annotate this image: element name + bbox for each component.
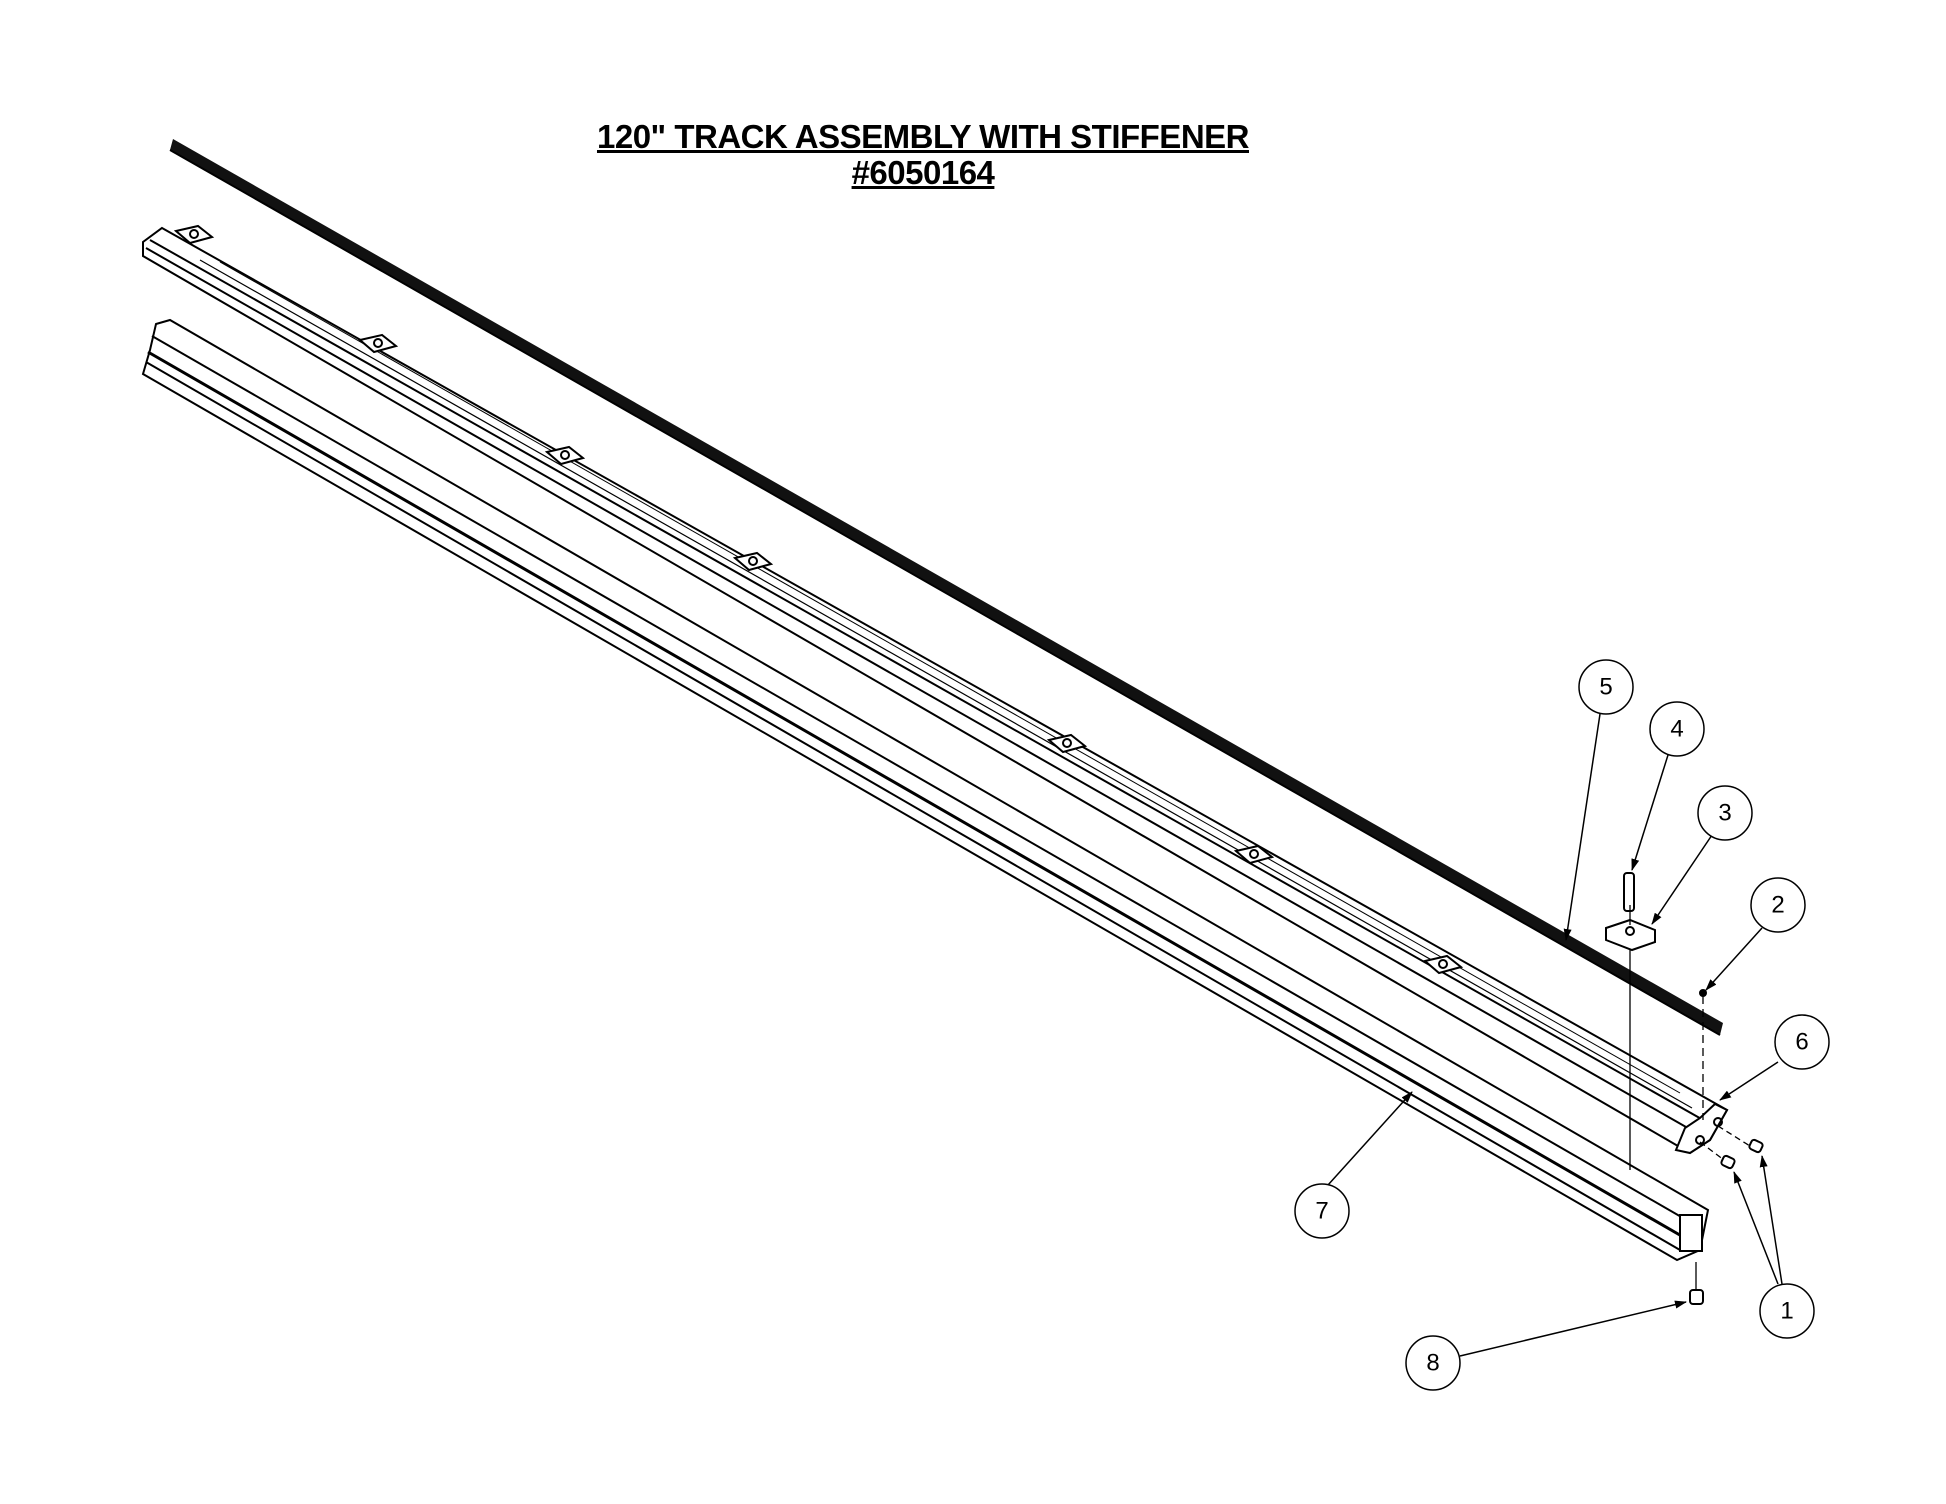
svg-text:7: 7 [1315, 1198, 1328, 1225]
stiffener-beam [141, 318, 1710, 1262]
track-rail [142, 226, 1729, 1155]
balloon-8: 8 [1405, 1335, 1461, 1391]
mounting-block [1046, 733, 1088, 754]
screw [1689, 1289, 1704, 1305]
balloon-4: 4 [1649, 701, 1705, 757]
leader-lines [1327, 713, 1783, 1357]
svg-text:5: 5 [1599, 674, 1612, 701]
assembly-lines [1629, 905, 1751, 1290]
set-screw [1720, 1154, 1736, 1170]
mounting-block [1233, 844, 1275, 865]
balloons: 5 4 3 2 6 7 1 8 [1294, 659, 1830, 1391]
svg-text:1: 1 [1780, 1298, 1793, 1325]
svg-text:2: 2 [1771, 892, 1784, 919]
balloon-3: 3 [1697, 785, 1753, 841]
pin [1699, 989, 1707, 997]
mounting-block [732, 551, 774, 572]
balloon-1: 1 [1759, 1283, 1815, 1339]
mounting-block [544, 445, 586, 466]
gear-rack [169, 139, 1723, 1036]
track-mounting-blocks [173, 224, 1464, 975]
balloon-2: 2 [1750, 877, 1806, 933]
bolt [1623, 872, 1635, 912]
drawing-title: 120" TRACK ASSEMBLY WITH STIFFENER [596, 118, 1250, 155]
set-screw [1748, 1138, 1764, 1154]
part-number: #6050164 [851, 154, 995, 191]
balloon-7: 7 [1294, 1183, 1350, 1239]
svg-text:8: 8 [1426, 1350, 1439, 1377]
mounting-block [357, 333, 399, 354]
svg-text:3: 3 [1718, 800, 1731, 827]
svg-text:4: 4 [1670, 716, 1683, 743]
balloon-6: 6 [1774, 1014, 1830, 1070]
svg-text:6: 6 [1795, 1029, 1808, 1056]
mounting-block [173, 224, 215, 245]
balloon-5: 5 [1578, 659, 1634, 715]
mounting-block [1422, 954, 1464, 975]
